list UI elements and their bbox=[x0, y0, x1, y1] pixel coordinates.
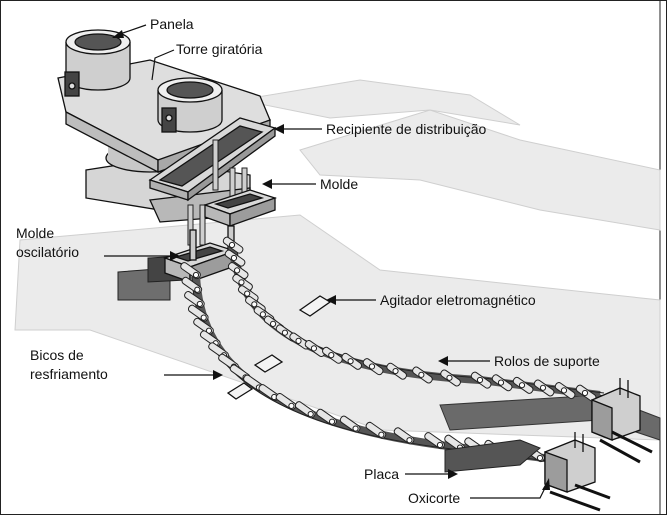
cooling-nozzle-34 bbox=[328, 352, 335, 359]
label-molde-oscilatorio-line2: oscilatório bbox=[16, 244, 79, 260]
cooling-nozzle-23 bbox=[228, 241, 236, 249]
mold-upper bbox=[203, 189, 278, 227]
cooling-nozzle-14 bbox=[352, 425, 359, 432]
cooling-nozzle-32 bbox=[295, 337, 302, 344]
cooling-nozzle-2 bbox=[196, 300, 203, 308]
label-bicos-de-resfriamento-line1: Bicos de bbox=[30, 347, 84, 363]
label-placa: Placa bbox=[364, 466, 399, 482]
cooling-nozzle-43 bbox=[539, 384, 547, 391]
cooling-nozzle-44 bbox=[560, 387, 568, 394]
leader-lines bbox=[104, 24, 550, 499]
cooling-nozzle-30 bbox=[269, 320, 277, 327]
cooling-nozzle-12 bbox=[307, 411, 314, 418]
label-molde: Molde bbox=[320, 176, 358, 192]
torch-cutter-2 bbox=[544, 432, 611, 512]
label-rolos-de-suporte: Rolos de suporte bbox=[494, 353, 600, 369]
cooling-nozzle-1 bbox=[194, 286, 201, 293]
cooling-nozzle-13 bbox=[328, 418, 336, 425]
label-oxicorte: Oxicorte bbox=[408, 490, 460, 506]
cooling-nozzle-28 bbox=[251, 301, 258, 308]
cooling-nozzle-25 bbox=[233, 267, 241, 274]
cooling-nozzle-39 bbox=[446, 374, 453, 381]
torch-cutter-1 bbox=[591, 378, 653, 464]
cooling-nozzle-38 bbox=[418, 371, 425, 378]
cooling-nozzle-11 bbox=[288, 402, 295, 409]
cooling-nozzle-0 bbox=[192, 271, 200, 279]
cooling-nozzle-26 bbox=[238, 279, 245, 286]
stirrer-box bbox=[226, 295, 332, 400]
cooling-nozzle-45 bbox=[581, 389, 589, 397]
cooling-nozzle-22 bbox=[536, 454, 544, 462]
cooling-nozzle-29 bbox=[259, 311, 266, 318]
cooling-nozzle-41 bbox=[497, 379, 505, 386]
cooling-nozzle-36 bbox=[368, 363, 376, 370]
label-agitador-eletromagnetico: Agitador eletromagnético bbox=[380, 292, 536, 308]
cooling-nozzle-35 bbox=[347, 358, 354, 365]
cooling-nozzle-42 bbox=[518, 382, 526, 389]
cooling-nozzle-17 bbox=[436, 441, 444, 449]
cooling-nozzle-3 bbox=[200, 314, 207, 321]
label-bicos-de-resfriamento-line2: resfriamento bbox=[30, 366, 108, 382]
label-recipiente-de-distribuicao: Recipiente de distribuição bbox=[326, 121, 487, 137]
cooling-nozzle-31 bbox=[281, 329, 289, 336]
cooling-nozzle-24 bbox=[230, 254, 238, 262]
cooling-nozzle-15 bbox=[378, 431, 385, 438]
cooling-nozzle-16 bbox=[406, 437, 413, 444]
ladle-2 bbox=[157, 77, 223, 133]
ladle-1 bbox=[64, 29, 131, 97]
cooling-nozzle-33 bbox=[310, 345, 318, 352]
cooling-nozzle-40 bbox=[476, 376, 484, 384]
cooling-nozzle-27 bbox=[244, 290, 251, 297]
label-molde-oscilatorio-line1: Molde bbox=[16, 225, 54, 241]
label-torre-giratoria: Torre giratória bbox=[176, 41, 263, 57]
slab-plate bbox=[444, 439, 541, 473]
cooling-nozzle-37 bbox=[392, 367, 399, 375]
label-panela: Panela bbox=[150, 16, 194, 32]
